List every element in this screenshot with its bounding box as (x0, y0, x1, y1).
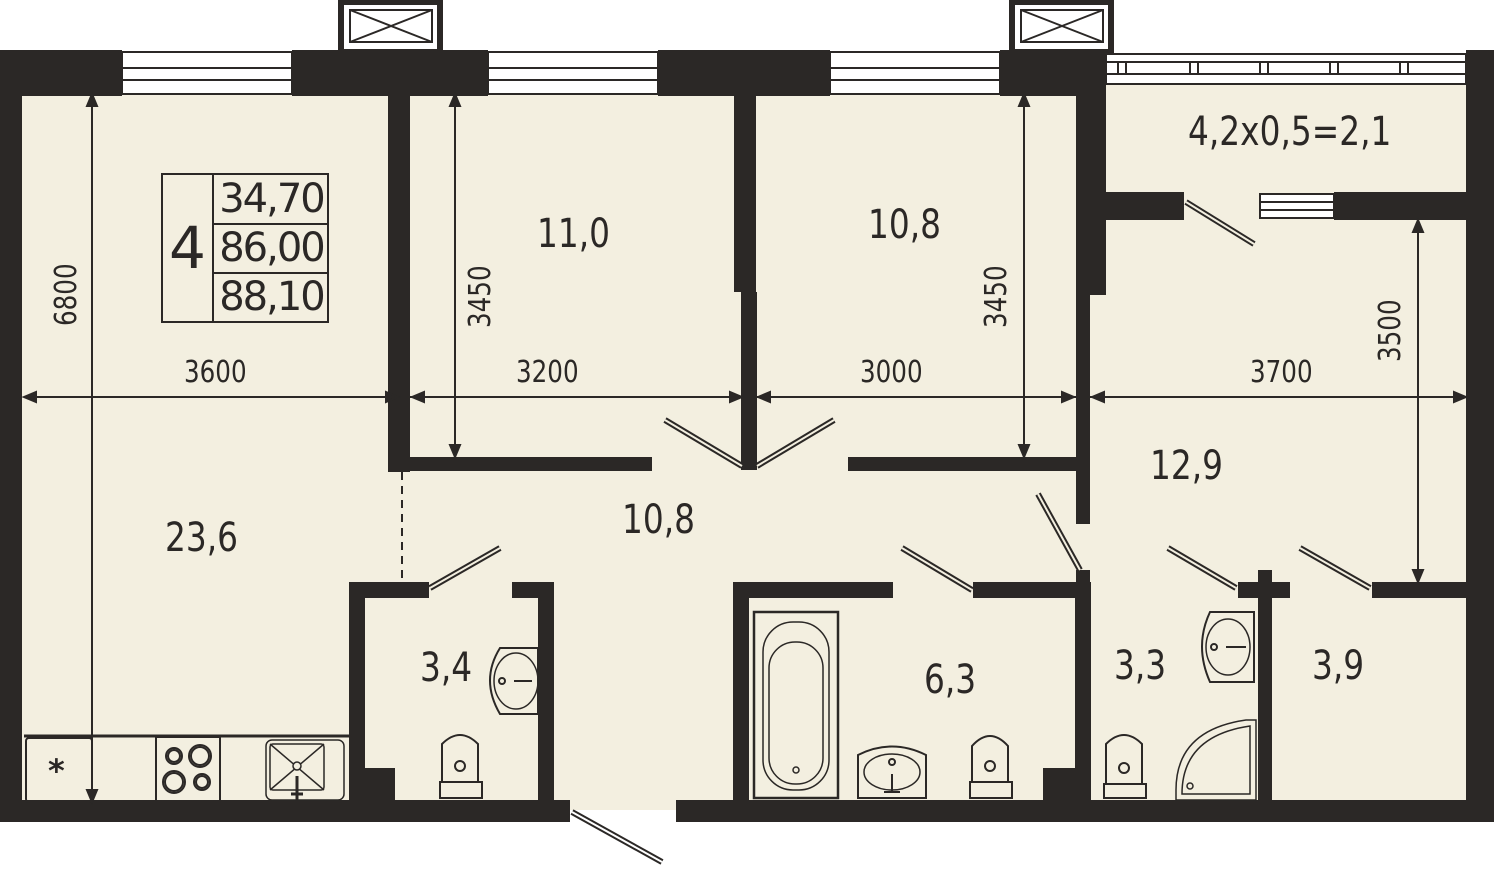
walls (0, 50, 1494, 822)
window-bedroom-2 (829, 51, 1001, 95)
window-balcony (1105, 53, 1467, 85)
bathtub-icon (752, 610, 840, 800)
fridge-icon (25, 737, 93, 803)
room-area-living-kitchen: 23,6 (165, 515, 239, 561)
stove-icon (155, 736, 221, 802)
kitchen-counter (24, 734, 350, 803)
entrance-leaf-highlight (571, 811, 663, 863)
shower-room-toilet-icon (1103, 734, 1147, 799)
room-count: 4 (163, 175, 214, 321)
dimension-bedroom2-width: 3000 (860, 355, 923, 390)
room-area-shower-room: 3,3 (1114, 643, 1167, 689)
vent-shafts (338, 0, 1114, 55)
vent-shaft-1 (338, 0, 443, 55)
window-balcony-door (1259, 193, 1335, 219)
door-leaf-highlights (429, 201, 1371, 591)
living-area-value: 34,70 (214, 175, 329, 225)
dimension-bedroom1-depth: 3450 (463, 265, 498, 328)
wc-washbasin-icon (489, 647, 539, 715)
room-area-wc: 3,4 (420, 645, 473, 691)
dimension-kitchen-depth: 6800 (49, 263, 84, 326)
room-area-hallway: 10,8 (622, 497, 696, 543)
total-area-value: 86,00 (214, 224, 329, 274)
dimension-lines (21, 91, 1469, 805)
dimension-bedroom2-depth: 3450 (979, 265, 1014, 328)
toilet-icon (969, 735, 1013, 799)
room-area-storage: 3,9 (1312, 643, 1365, 689)
total-area-with-balcony-value: 88,10 (219, 274, 326, 320)
room-area-bedroom-1: 11,0 (537, 211, 611, 257)
dimension-bedroom3-width: 3700 (1250, 355, 1313, 390)
room-area-balcony: 4,2x0,5=2,1 (1188, 109, 1392, 155)
apartment-summary-badge: 4 34,70 86,00 88,10 (161, 173, 329, 323)
windows (121, 51, 1467, 219)
wc-toilet-icon (439, 734, 483, 799)
vent-shaft-2 (1009, 0, 1114, 55)
shower-tray-icon (1175, 719, 1257, 801)
window-kitchen (121, 51, 293, 95)
shower-room-washbasin-icon (1201, 611, 1255, 683)
washbasin-icon (857, 745, 927, 799)
sink-icon (265, 739, 345, 801)
room-area-bathroom: 6,3 (924, 657, 977, 703)
room-area-bedroom-3: 12,9 (1150, 443, 1224, 489)
dimension-kitchen-width: 3600 (184, 355, 247, 390)
room-area-bedroom-2: 10,8 (868, 202, 942, 248)
window-bedroom-1 (487, 51, 659, 95)
fridge-symbol: * (48, 752, 65, 790)
dimension-bedroom3-depth: 3500 (1373, 299, 1408, 362)
dimension-bedroom1-width: 3200 (516, 355, 579, 390)
